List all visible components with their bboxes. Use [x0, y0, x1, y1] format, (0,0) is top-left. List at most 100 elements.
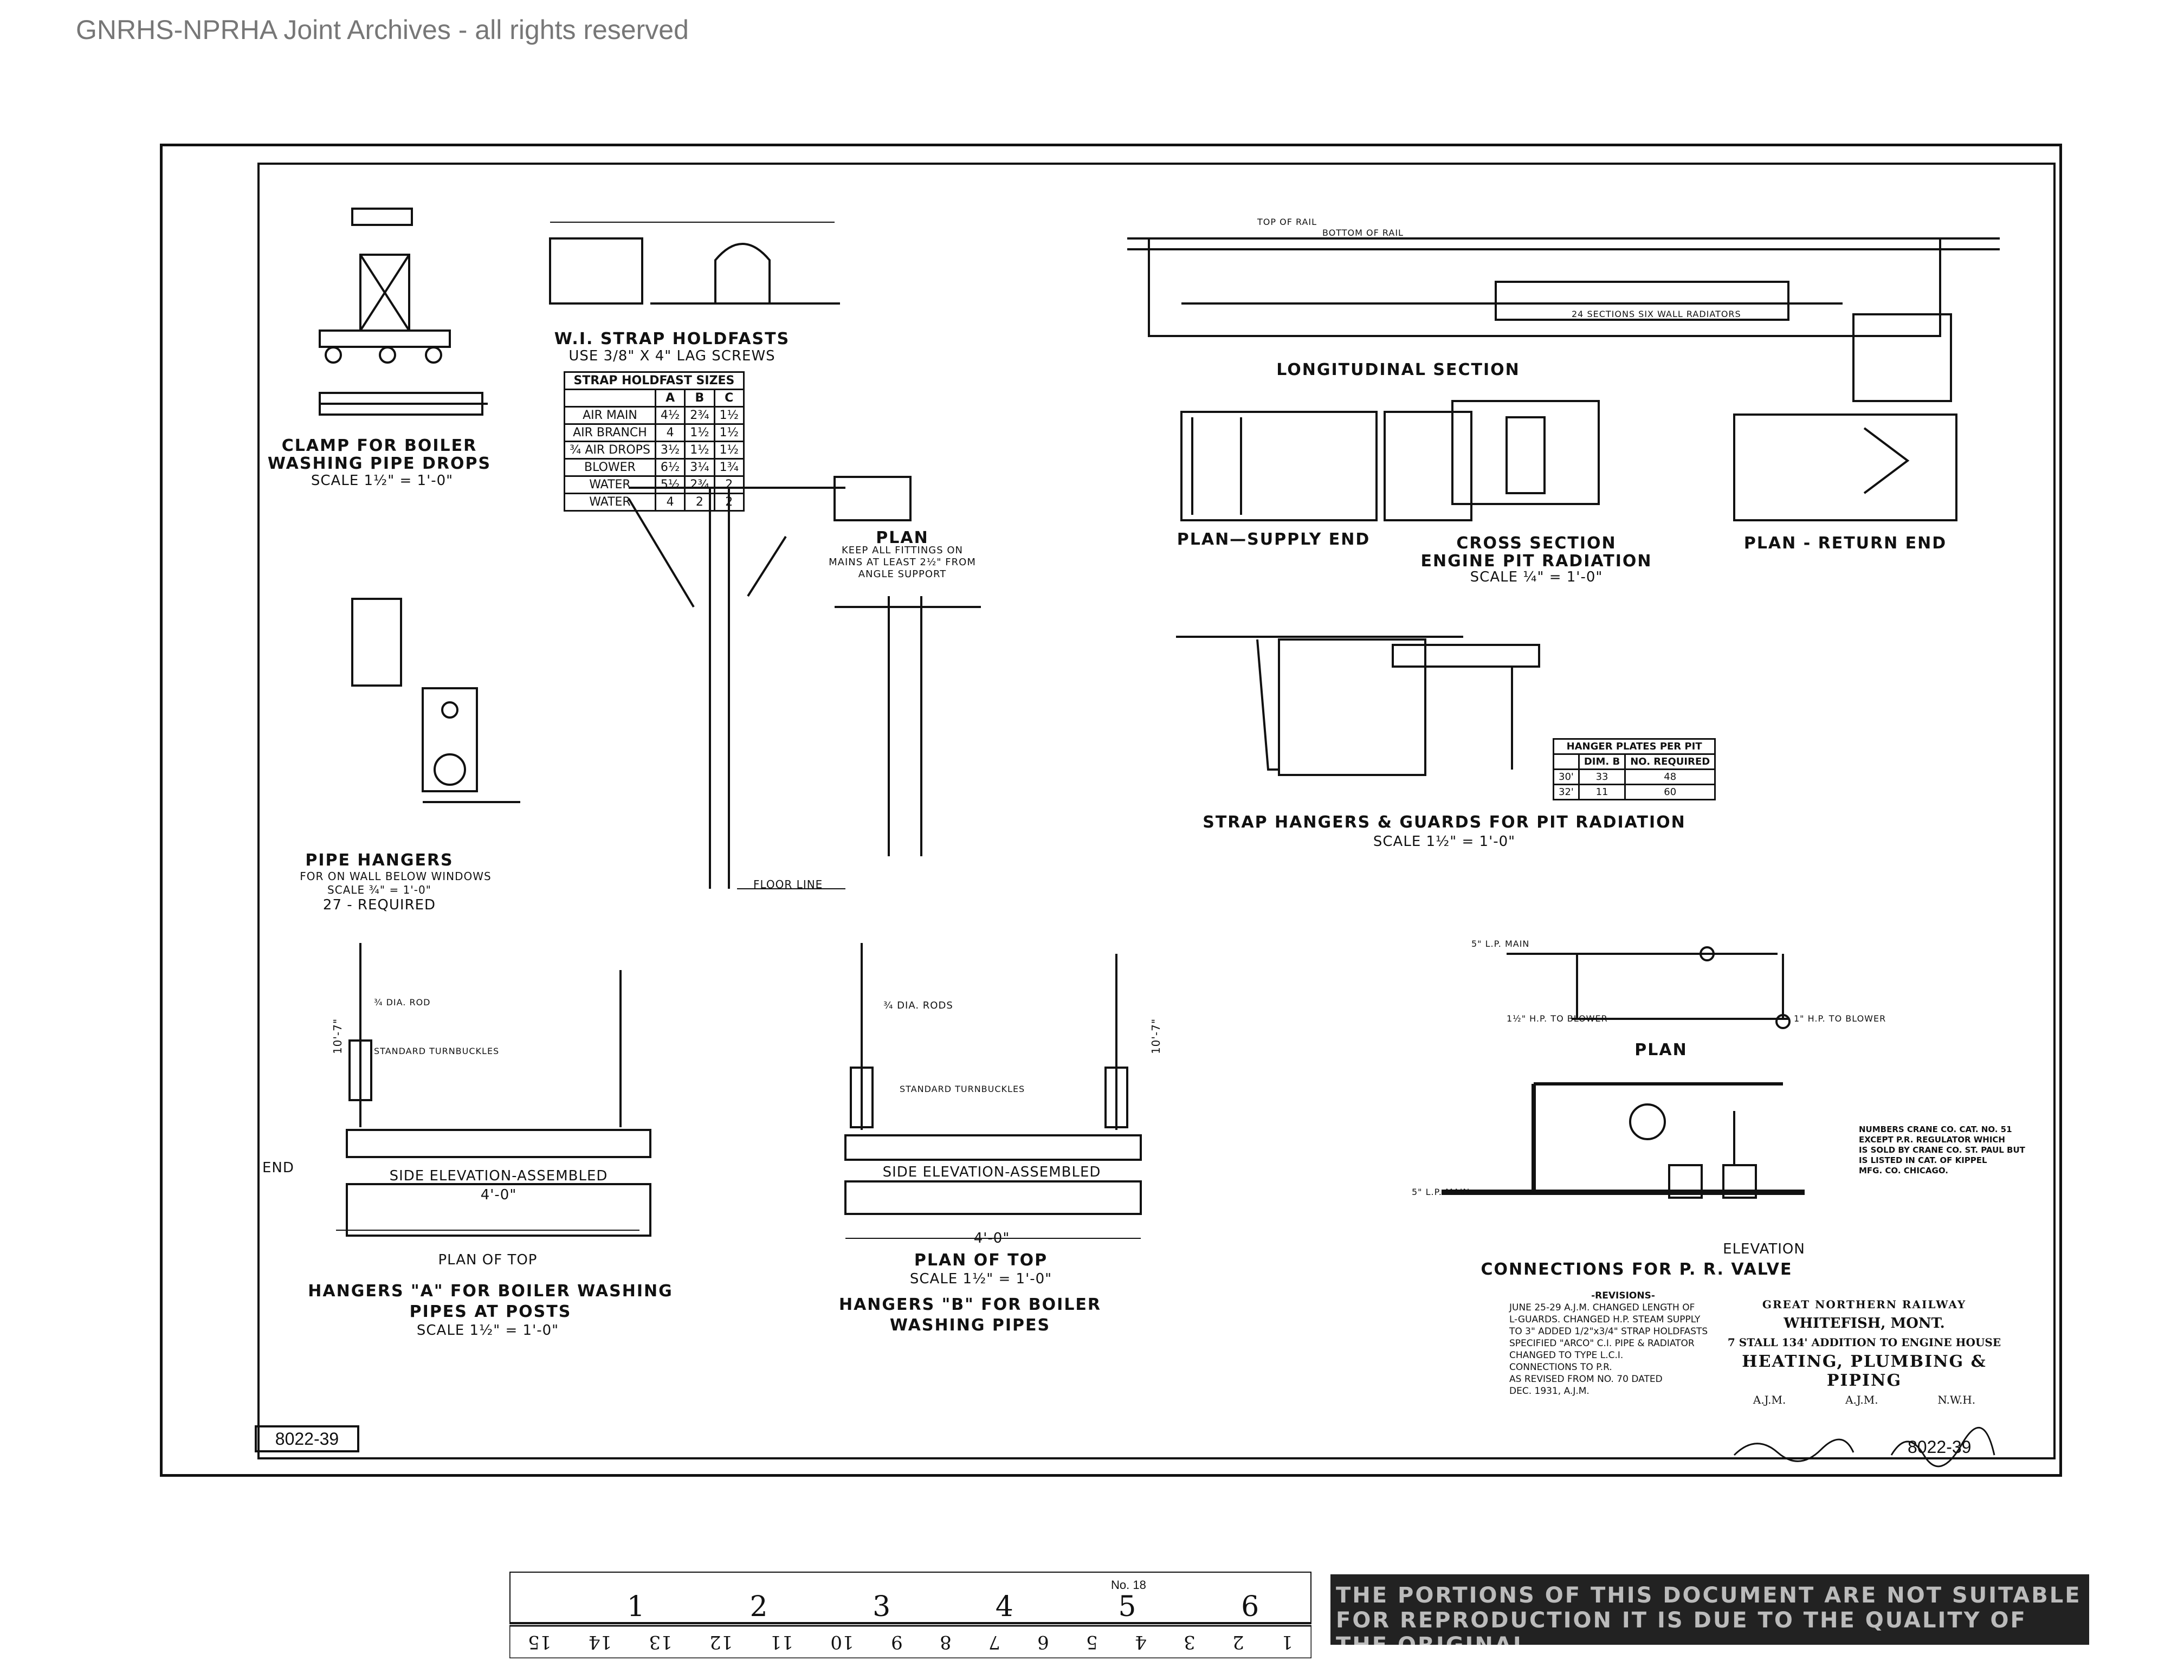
railway-name: GREAT NORTHERN RAILWAY: [1762, 1298, 1967, 1311]
table-cell: 1½: [684, 423, 715, 442]
traced-by: A.J.M.: [1845, 1393, 1878, 1406]
ruler-inch: 1: [626, 1591, 645, 1623]
revision-line: AS REVISED FROM NO. 70 DATED: [1509, 1374, 1663, 1385]
revision-line: CHANGED TO TYPE L.C.I.: [1509, 1350, 1624, 1361]
holdfast-table-title: STRAP HOLDFAST SIZES: [564, 371, 745, 390]
revision-line: CONNECTIONS TO P.R.: [1509, 1362, 1612, 1373]
table-cell: 30': [1553, 768, 1580, 785]
ruler-inch: 4: [995, 1591, 1013, 1623]
ruler-cm: 14: [588, 1631, 612, 1653]
table-row: 30' 33 48: [1553, 768, 1716, 785]
engine-pit-drawing: [1180, 400, 1957, 521]
pipe-hangers-note: FOR ON WALL BELOW WINDOWS: [300, 870, 492, 883]
floor-line-label: FLOOR LINE: [753, 878, 823, 891]
archive-watermark: GNRHS-NPRHA Joint Archives - all rights …: [76, 15, 689, 45]
plan-fittings-note-2: MAINS AT LEAST 2½" FROM: [829, 557, 976, 568]
prv-plan-blower-2: 1½" H.P. TO BLOWER: [1507, 1013, 1608, 1024]
plan-fittings-note-3: ANGLE SUPPORT: [858, 568, 947, 580]
pipe-hanger-drawing: [351, 598, 520, 803]
pipe-hangers-required: 27 - REQUIRED: [322, 897, 436, 913]
ruler-cm: 2: [1232, 1631, 1244, 1653]
strap-hangers-title: STRAP HANGERS & GUARDS FOR PIT RADIATION: [1203, 813, 1686, 832]
drawn-by: A.J.M.: [1753, 1393, 1786, 1406]
subject: 7 STALL 134' ADDITION TO ENGINE HOUSE: [1727, 1336, 2001, 1349]
pipe-hangers-scale: SCALE ¾" = 1'-0": [327, 883, 431, 896]
prv-note-3: IS SOLD BY CRANE CO. ST. PAUL BUT: [1859, 1145, 2025, 1155]
ruler-inch: 2: [749, 1591, 768, 1623]
ruler-cm: 10: [830, 1631, 854, 1653]
hangers-a-side-elevation: SIDE ELEVATION-ASSEMBLED: [389, 1168, 608, 1184]
holdfast-col-2: B: [684, 389, 715, 408]
hangers-a-drawing: [336, 943, 651, 1237]
table-cell: 60: [1624, 784, 1716, 800]
prv-elevation-label: ELEVATION: [1723, 1241, 1805, 1257]
ruler-inch: 6: [1241, 1591, 1259, 1623]
clamp-title-1: CLAMP FOR BOILER: [281, 436, 477, 455]
longitudinal-section-drawing: [1127, 237, 2000, 402]
revision-line: SPECIFIED "ARCO" C.I. PIPE & RADIATOR: [1509, 1338, 1695, 1349]
prv-note-5: MFG. CO. CHICAGO.: [1859, 1166, 1948, 1175]
ruler-graphic: [509, 1572, 1311, 1658]
hangers-b-rods: ¾ DIA. RODS: [883, 1000, 953, 1011]
table-cell: 2¾: [684, 475, 715, 494]
prv-elevation-drawing: [1442, 1082, 1805, 1199]
drafting-credits: A.J.M. A.J.M. N.W.H.: [1723, 1393, 2005, 1406]
table-cell: WATER: [564, 475, 656, 494]
table-cell: 2: [713, 493, 745, 512]
prv-plan-title: PLAN: [1634, 1041, 1688, 1059]
table-cell: 4½: [654, 406, 686, 425]
ruler-cm: 1: [1281, 1631, 1293, 1653]
prv-notes: NUMBERS CRANE CO. CAT. NO. 51 EXCEPT P.R…: [1859, 1125, 2025, 1176]
end-label: END: [262, 1160, 294, 1176]
hangers-b-turnbuckle: STANDARD TURNBUCKLES: [900, 1084, 1025, 1094]
holdfast-col-1: A: [654, 389, 686, 408]
ruler-cm: 5: [1086, 1631, 1098, 1653]
hangers-a-rod: ¾ DIA. ROD: [374, 997, 431, 1007]
table-cell: 2: [713, 475, 745, 494]
plan-fittings-title: PLAN: [876, 528, 929, 547]
table-cell: 32': [1553, 784, 1580, 800]
ruler-inch: 3: [873, 1591, 891, 1623]
hangers-b-scale: SCALE 1½" = 1'-0": [909, 1271, 1052, 1287]
cross-section-title: CROSS SECTION: [1456, 534, 1617, 553]
revision-line: TO 3" ADDED 1/2"x3/4" STRAP HOLDFASTS: [1509, 1326, 1708, 1337]
drawing-title: HEATING, PLUMBING & PIPING: [1742, 1352, 1987, 1390]
revisions-heading: -REVISIONS-: [1591, 1290, 1655, 1301]
table-cell: BLOWER: [564, 458, 656, 477]
table-cell: 1½: [713, 406, 745, 425]
table-cell: 3½: [654, 441, 686, 460]
table-cell: 33: [1578, 768, 1626, 785]
sheet-number-right: 8022-39: [1908, 1437, 1972, 1457]
hangers-a-plan-of-top: PLAN OF TOP: [438, 1252, 538, 1268]
hangers-a-scale: SCALE 1½" = 1'-0": [416, 1322, 559, 1339]
prv-plan-drawing: [1507, 946, 1791, 1029]
ruler-cm: 7: [988, 1631, 1000, 1653]
measuring-ruler: 1 2 3 4 5 6 No. 18 1 2 3 4 5 6 7 8 9 10 …: [509, 1572, 1311, 1658]
engine-pit-title: ENGINE PIT RADIATION: [1420, 552, 1652, 571]
table-cell: 2¾: [684, 406, 715, 425]
hangers-b-height: 10'-7": [1149, 1018, 1163, 1055]
hangers-b-plan-of-top: PLAN OF TOP: [914, 1251, 1048, 1270]
table-cell: ¾ AIR DROPS: [564, 441, 656, 460]
table-cell: 1¾: [713, 458, 745, 477]
holdfast-col-0: [564, 389, 656, 408]
revision-line: JUNE 25-29 A.J.M. CHANGED LENGTH OF: [1509, 1302, 1695, 1313]
holdfast-note: USE 3/8" x 4" LAG SCREWS: [568, 348, 776, 364]
table-cell: 1½: [713, 423, 745, 442]
ruler-cm: 13: [649, 1631, 673, 1653]
plan-fittings-note-1: KEEP ALL FITTINGS ON: [841, 545, 964, 556]
prv-note-4: IS LISTED IN CAT. OF KIPPEL: [1859, 1155, 1987, 1165]
outer-border: [160, 144, 2062, 1477]
bottom-of-rail-label: BOTTOM OF RAIL: [1322, 228, 1404, 238]
table-cell: 5½: [654, 475, 686, 494]
ruler-cm: 11: [770, 1631, 794, 1653]
table-row: WATER 5½ 2¾ 2: [564, 475, 745, 494]
hangers-b-title-1: HANGERS "B" FOR BOILER: [838, 1295, 1102, 1314]
radiator-sections-label: 24 SECTIONS SIX WALL RADIATORS: [1572, 309, 1741, 319]
table-row: WATER 4 2 2: [564, 493, 745, 512]
table-cell: 1½: [713, 441, 745, 460]
hanger-plates-title: HANGER PLATES PER PIT: [1552, 738, 1716, 755]
ruler-cm: 4: [1135, 1631, 1147, 1653]
holdfast-title: W.I. STRAP HOLDFASTS: [554, 329, 790, 348]
table-cell: 11: [1578, 784, 1626, 800]
